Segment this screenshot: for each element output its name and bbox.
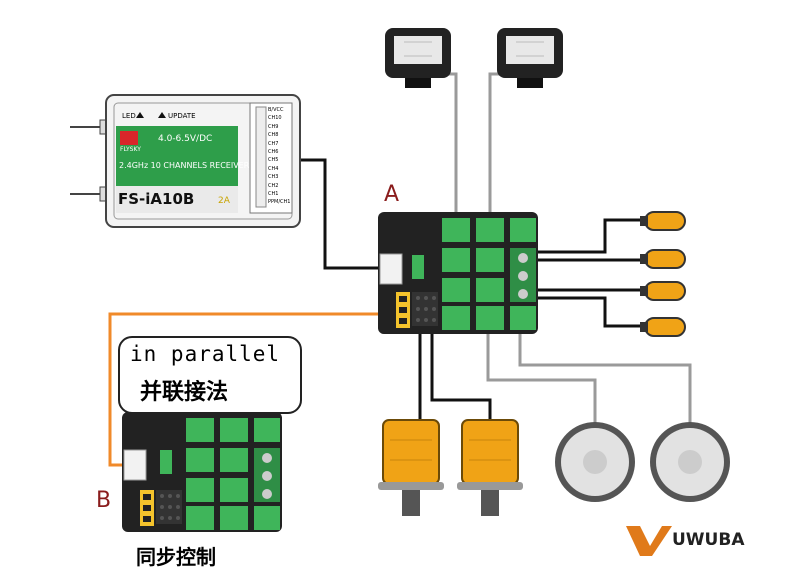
wire-worklight-1 — [415, 72, 458, 218]
receiver-channel-list: B/VCC CH10 CH9 CH8 CH7 CH6 CH5 CH4 CH3 C… — [268, 107, 291, 206]
board-a-input-connector — [379, 253, 403, 285]
beacon-light-2 — [457, 419, 523, 516]
led-icon — [136, 112, 144, 118]
receiver-band: 2.4GHz 10 CHANNELS RECEIVER — [119, 161, 250, 170]
round-light-1 — [555, 422, 635, 502]
parallel-label-zh: 并联接法 — [140, 380, 229, 405]
receiver-model: FS-iA10B — [118, 190, 195, 208]
label-module-b: B — [96, 488, 112, 513]
indicator-light-2 — [640, 249, 686, 269]
indicator-lights — [640, 211, 686, 337]
update-icon — [158, 112, 166, 118]
parallel-label-en: in parallel — [130, 342, 281, 366]
board-b — [122, 412, 282, 532]
receiver-voltage: 4.0-6.5V/DC — [158, 134, 213, 144]
wire-roundlight-1 — [486, 330, 597, 425]
work-light-2 — [497, 28, 563, 88]
indicator-light-1 — [640, 211, 686, 231]
receiver — [70, 94, 301, 228]
board-b-terminals — [186, 418, 280, 530]
receiver-brand: FLYSKY — [120, 146, 141, 153]
sync-control-label: 同步控制 — [136, 545, 216, 569]
parallel-callout: in parallel 并联接法 — [118, 336, 302, 414]
board-a — [378, 212, 538, 334]
wire-beacon-2 — [430, 330, 492, 425]
receiver-update-label: UPDATE — [168, 112, 196, 120]
flysky-logo-icon — [120, 131, 138, 145]
wire-indicator-1 — [535, 218, 645, 254]
board-a-terminals — [442, 218, 536, 330]
wire-roundlight-2 — [518, 330, 692, 425]
uwuba-logo-icon — [626, 526, 672, 556]
receiver-signal-wire — [300, 158, 380, 270]
uwuba-logo-text: UWUBA — [672, 530, 745, 550]
label-module-a: A — [384, 182, 400, 207]
wire-worklight-2 — [488, 72, 512, 218]
receiver-channel-pins — [255, 106, 267, 208]
board-b-input-connector — [123, 449, 147, 481]
indicator-light-3 — [640, 281, 686, 301]
parallel-wire — [108, 312, 395, 467]
receiver-led-label: LED — [122, 112, 136, 120]
indicator-light-4 — [640, 317, 686, 337]
wire-indicator-4 — [535, 296, 645, 328]
work-light-1 — [385, 28, 451, 88]
round-light-2 — [650, 422, 730, 502]
receiver-rating: 2A — [218, 196, 230, 206]
beacon-light-1 — [378, 419, 444, 516]
